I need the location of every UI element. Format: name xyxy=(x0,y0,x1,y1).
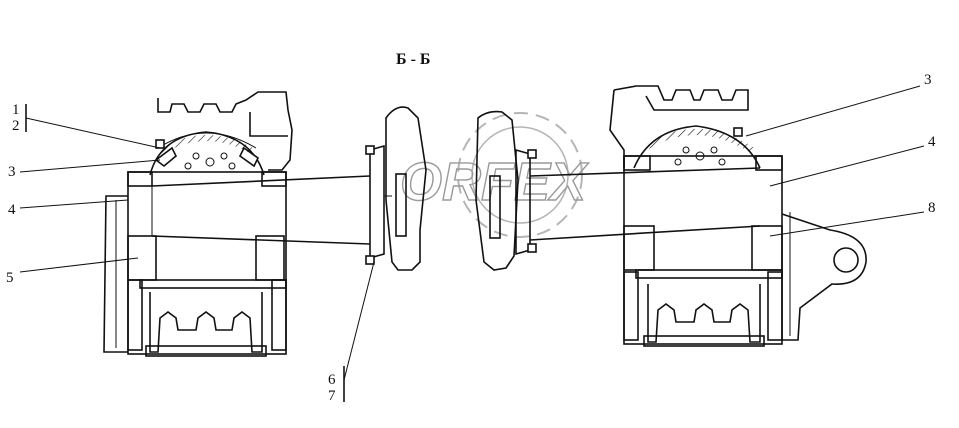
callout-leaders-right xyxy=(745,85,925,237)
watermark: ORFEX xyxy=(399,112,590,238)
callout-7: 7 xyxy=(328,388,336,404)
callout-3-right: 3 xyxy=(924,72,932,88)
callout-5: 5 xyxy=(6,270,14,286)
callout-4-left: 4 xyxy=(8,202,16,218)
callout-4-right: 4 xyxy=(928,134,936,150)
callout-8: 8 xyxy=(928,200,936,216)
callout-1: 1 xyxy=(12,102,20,118)
section-title: Б - Б xyxy=(396,51,430,68)
right-gear-unit xyxy=(609,85,867,347)
left-gear-unit xyxy=(103,91,293,357)
callout-2: 2 xyxy=(12,118,20,134)
callout-6: 6 xyxy=(328,372,336,388)
right-shaft xyxy=(529,167,761,241)
left-shaft xyxy=(151,175,371,245)
left-coupling xyxy=(365,106,427,271)
watermark-text: ORFEX xyxy=(400,152,589,212)
callout-leaders-left xyxy=(19,104,375,402)
callout-3-left: 3 xyxy=(8,164,16,180)
right-coupling xyxy=(475,110,537,271)
